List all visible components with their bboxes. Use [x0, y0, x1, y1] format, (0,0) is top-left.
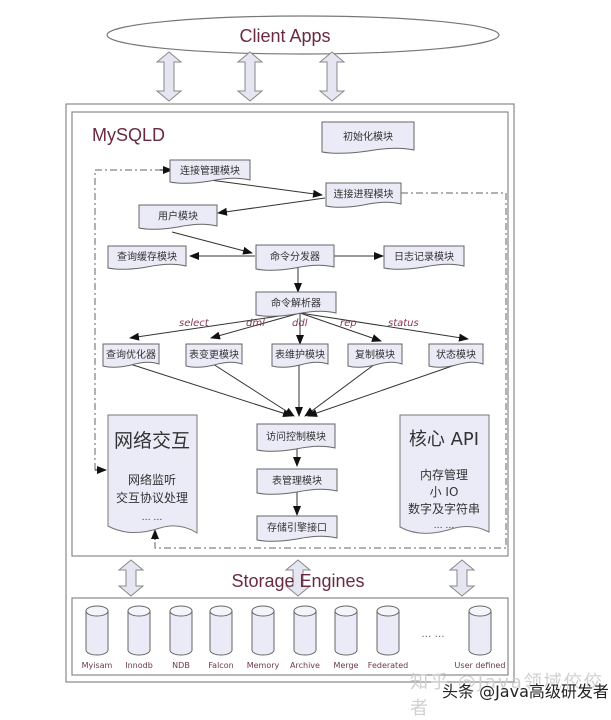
core-api-title: 核心 API — [409, 429, 479, 450]
outer-frame — [65, 103, 515, 683]
core-api-line: 内存管理 — [420, 467, 468, 482]
module-label: 初始化模块 — [343, 130, 393, 143]
network-title: 网络交互 — [114, 430, 190, 452]
module-label: 查询缓存模块 — [117, 250, 177, 263]
engine-label: Archive — [290, 661, 320, 670]
storage-engines-label: Storage Engines — [231, 571, 364, 591]
module-access: 访问控制模块 — [256, 423, 336, 452]
client-apps-label: Client Apps — [239, 26, 330, 46]
network-panel: 网络交互 网络监听 交互协议处理 … … — [107, 414, 198, 534]
engine-user-defined: User defined — [455, 605, 506, 670]
engine-merge: Merge — [334, 605, 359, 670]
double-arrow-icon — [155, 51, 183, 102]
core-api-line: 小 IO — [430, 485, 459, 499]
module-parser: 命令解析器 — [255, 291, 337, 317]
storage-arrows — [117, 559, 476, 597]
database-cylinder-icon — [468, 611, 492, 656]
engine-label: Federated — [368, 661, 408, 670]
engine-memory: Memory — [247, 605, 280, 670]
module-label: 存储引擎接口 — [267, 521, 327, 534]
module-init: 初始化模块 — [321, 121, 415, 154]
network-line: … … — [142, 513, 163, 523]
engine-list: Myisam Innodb NDB Falcon Memory Archive Merge F… — [82, 605, 506, 670]
module-conn-thread: 连接进程模块 — [325, 182, 402, 208]
watermark: 头条 @Java高级研发者 — [442, 682, 609, 701]
engine-label: Memory — [247, 661, 280, 670]
database-cylinder-icon — [169, 611, 193, 656]
module-label: 访问控制模块 — [266, 430, 326, 443]
database-cylinder-icon — [209, 611, 233, 656]
module-label: 表维护模块 — [275, 348, 325, 361]
module-label: 查询优化器 — [106, 348, 156, 361]
engine-innodb: Innodb — [125, 605, 153, 670]
module-label: 用户模块 — [158, 210, 198, 223]
database-cylinder-icon — [251, 611, 275, 656]
core-api-panel: 核心 API 内存管理 小 IO 数字及字符串 … … — [399, 414, 490, 534]
engine-label: Myisam — [82, 661, 113, 670]
module-label: 状态模块 — [436, 348, 476, 361]
edge-labels: select dml ddl rep status — [179, 318, 419, 329]
database-cylinder-icon — [85, 611, 109, 656]
module-label: 日志记录模块 — [394, 250, 454, 263]
engine-archive: Archive — [290, 605, 320, 670]
double-arrow-icon — [448, 559, 476, 597]
database-cylinder-icon — [127, 611, 151, 656]
module-label: 复制模块 — [355, 348, 395, 361]
engine-falcon: Falcon — [208, 605, 234, 670]
edge-label-rep: rep — [340, 318, 357, 329]
module-label: 表变更模块 — [189, 348, 239, 361]
mysqld-frame — [71, 111, 509, 557]
engine-label: User defined — [455, 661, 506, 670]
client-server-arrows — [155, 51, 346, 102]
double-arrow-icon — [236, 51, 264, 102]
module-label: 表管理模块 — [272, 474, 322, 487]
database-cylinder-icon — [376, 611, 400, 656]
double-arrow-icon — [318, 51, 346, 102]
module-status: 状态模块 — [428, 343, 484, 368]
module-query-cache: 查询缓存模块 — [107, 245, 187, 270]
engine-federated: Federated — [368, 605, 408, 670]
module-storage-if: 存储引擎接口 — [256, 515, 338, 542]
engine-ndb: NDB — [169, 605, 193, 670]
edge-label-select: select — [179, 318, 210, 329]
engine-label: Merge — [334, 661, 359, 670]
module-table-maint: 表维护模块 — [271, 343, 329, 368]
flow-arrows — [129, 179, 469, 516]
storage-frame — [71, 597, 509, 676]
engine-myisam: Myisam — [82, 605, 113, 670]
double-arrow-icon — [117, 559, 145, 597]
edge-label-status: status — [388, 318, 419, 329]
module-table-mgr: 表管理模块 — [256, 468, 338, 495]
module-replication: 复制模块 — [347, 343, 403, 368]
watermark-faint: 知乎 @Java领域佼佼者 — [410, 672, 604, 719]
client-apps-node: Client Apps — [106, 15, 500, 55]
control-lines — [94, 169, 507, 549]
network-line: 网络监听 — [128, 472, 176, 487]
module-table-change: 表变更模块 — [185, 343, 243, 368]
module-label: 连接进程模块 — [334, 188, 394, 201]
engines-ellipsis: … … — [421, 629, 444, 640]
network-line: 交互协议处理 — [116, 490, 188, 505]
engine-label: Falcon — [208, 661, 233, 670]
mysqld-label: MySQLD — [92, 125, 165, 145]
module-optimizer: 查询优化器 — [102, 343, 160, 368]
engine-label: Innodb — [125, 661, 153, 670]
module-dispatcher: 命令分发器 — [255, 244, 335, 271]
database-cylinder-icon — [293, 611, 317, 656]
database-cylinder-icon — [334, 611, 358, 656]
edge-label-ddl: ddl — [292, 318, 308, 329]
module-user: 用户模块 — [138, 204, 218, 230]
module-label: 命令分发器 — [270, 250, 320, 263]
core-api-line: 数字及字符串 — [408, 501, 480, 516]
module-label: 命令解析器 — [271, 297, 321, 310]
core-api-line: … … — [434, 521, 455, 531]
module-log: 日志记录模块 — [383, 245, 465, 270]
double-arrow-icon — [284, 559, 312, 597]
module-conn-mgr: 连接管理模块 — [169, 159, 251, 184]
engine-label: NDB — [172, 661, 190, 670]
module-label: 连接管理模块 — [180, 164, 240, 177]
edge-label-dml: dml — [246, 318, 265, 329]
